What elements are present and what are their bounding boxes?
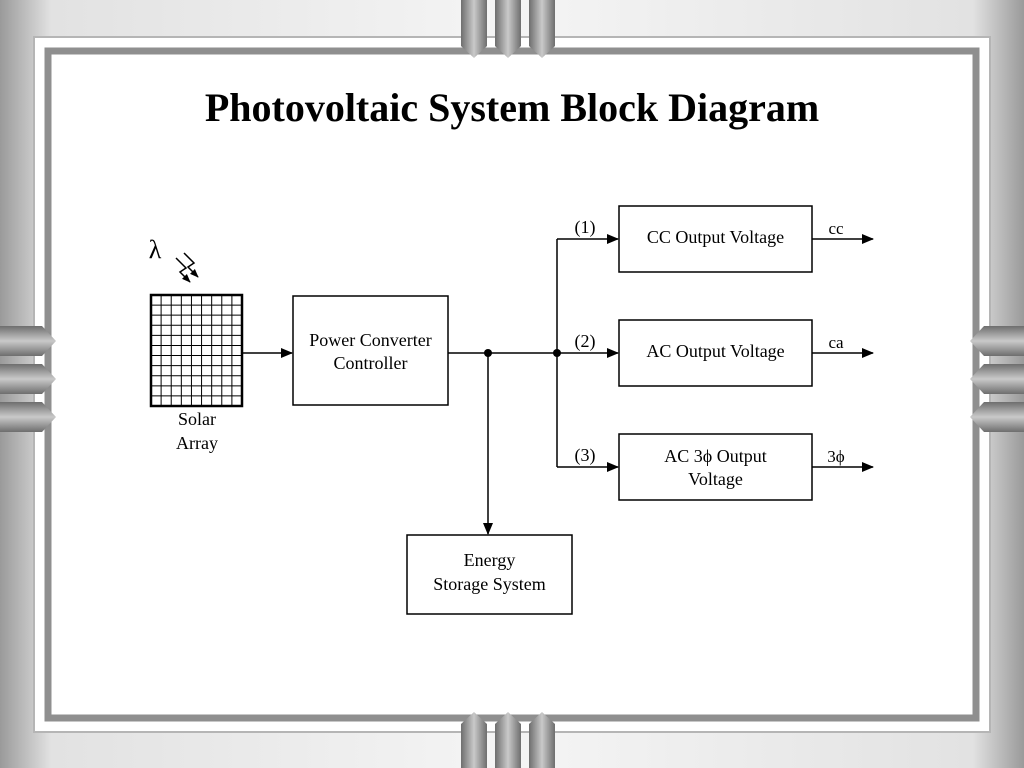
page-title: Photovoltaic System Block Diagram xyxy=(205,85,819,130)
power-converter-block: Power Converter Controller xyxy=(292,295,449,406)
power-converter-label-line2: Controller xyxy=(334,353,408,373)
junction-dot xyxy=(553,349,561,357)
top-tabs xyxy=(461,0,555,58)
output-type-label: cc xyxy=(828,219,844,238)
power-converter-label-line1: Power Converter xyxy=(309,330,431,350)
bottom-tabs xyxy=(461,712,555,768)
output-block-ac: (2) AC Output Voltage ca xyxy=(575,319,844,387)
branch-label: (3) xyxy=(575,445,596,466)
energy-storage-block: Energy Storage System xyxy=(406,534,573,615)
output-label-line1: AC 3ϕ Output xyxy=(664,446,766,466)
energy-storage-label-line2: Storage System xyxy=(433,574,546,594)
branch-label: (1) xyxy=(575,217,596,238)
branch-label: (2) xyxy=(575,331,596,352)
output-label: CC Output Voltage xyxy=(647,227,784,247)
output-type-label: ca xyxy=(828,333,844,352)
output-label: AC Output Voltage xyxy=(646,341,784,361)
lambda-symbol: λ xyxy=(149,235,162,264)
left-tabs xyxy=(0,326,56,432)
output-type-label: 3ϕ xyxy=(827,447,845,466)
solar-array-label-line1: Solar xyxy=(178,409,216,429)
output-block-cc: (1) CC Output Voltage cc xyxy=(575,205,844,273)
solar-array: λ Solar Array xyxy=(149,235,244,453)
solar-panel-grid-icon xyxy=(149,293,244,408)
solar-array-label-line2: Array xyxy=(176,433,218,453)
output-label-line2: Voltage xyxy=(688,469,743,489)
energy-storage-label-line1: Energy xyxy=(464,550,516,570)
junction-dot xyxy=(484,349,492,357)
right-tabs xyxy=(970,326,1024,432)
light-rays-icon xyxy=(175,252,199,283)
output-block-ac-3phase: (3) AC 3ϕ Output Voltage 3ϕ xyxy=(575,433,845,501)
